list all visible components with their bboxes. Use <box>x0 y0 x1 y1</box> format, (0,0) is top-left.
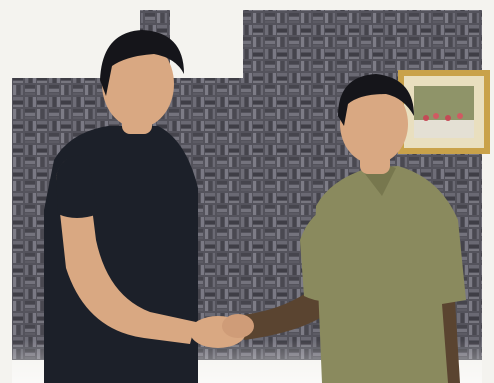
person-right <box>236 74 466 383</box>
handshake <box>190 314 254 348</box>
framed-picture <box>398 70 490 154</box>
person-left <box>44 30 198 383</box>
